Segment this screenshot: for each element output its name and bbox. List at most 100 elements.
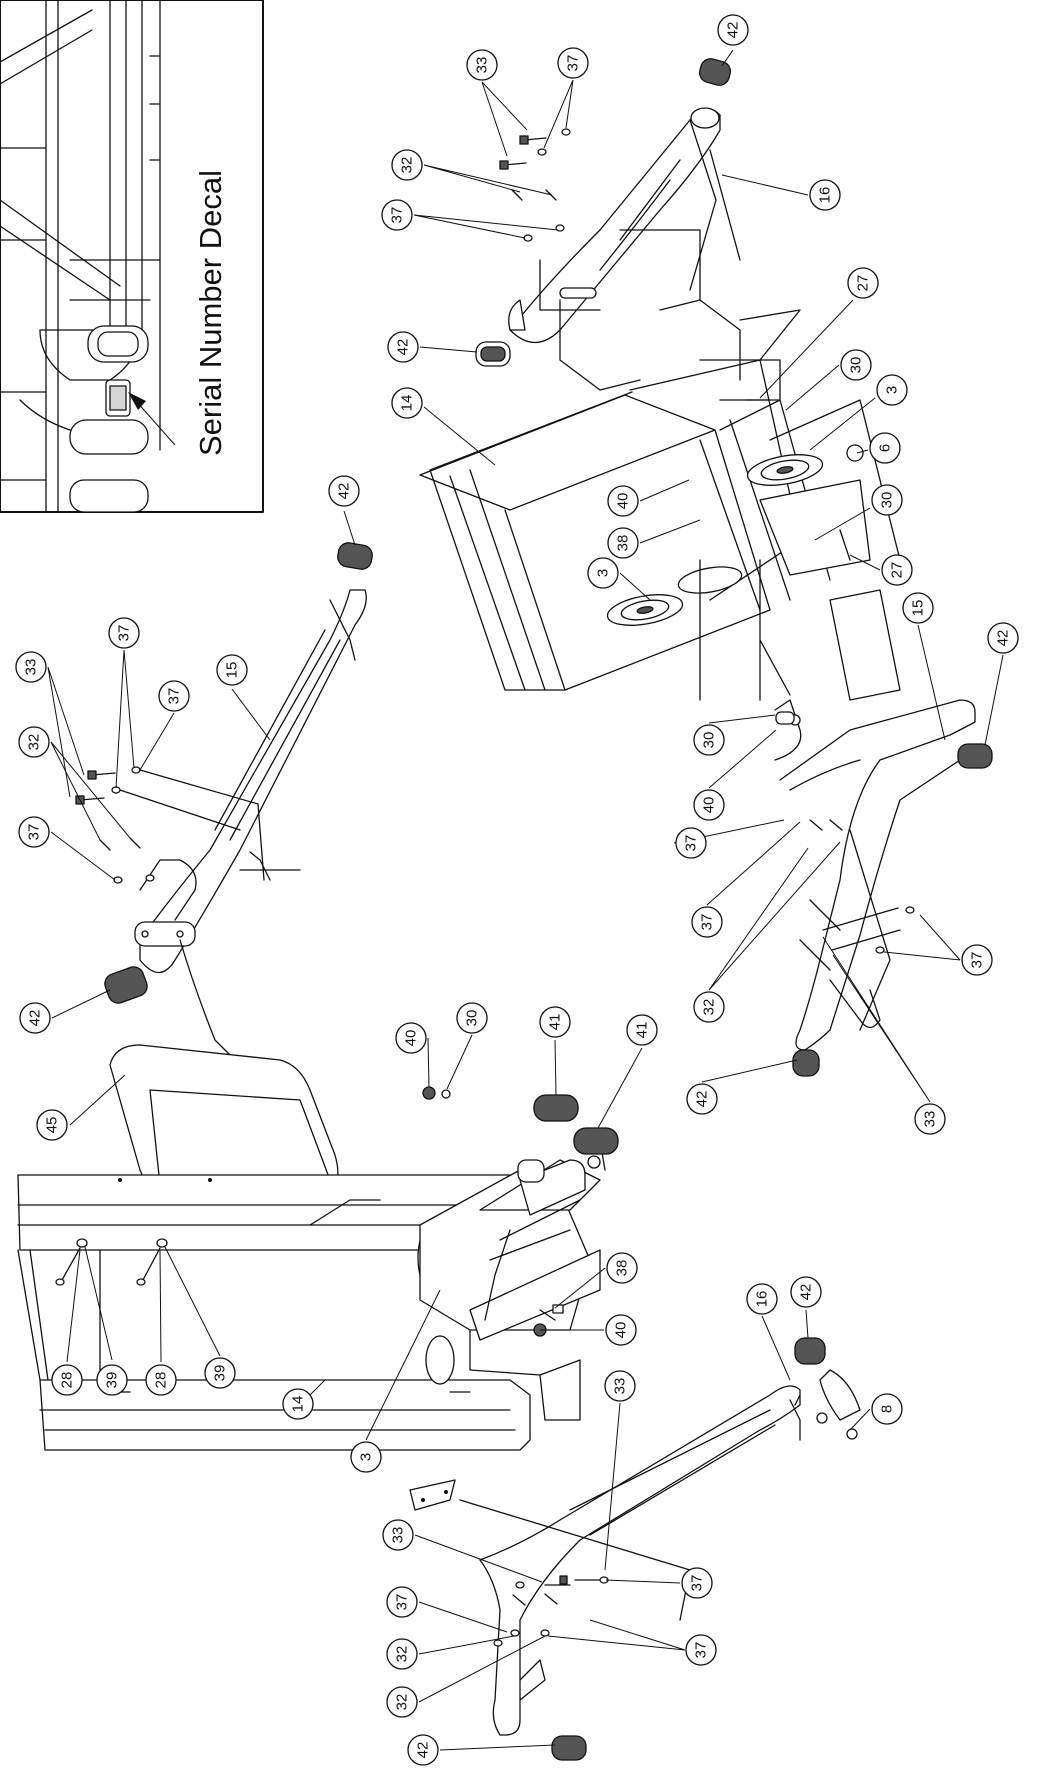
callout-42: 42 <box>790 1276 822 1308</box>
callout-circle <box>809 179 841 211</box>
callout-circle <box>881 554 913 586</box>
callout-number: 42 <box>995 630 1012 647</box>
callout-number: 42 <box>395 339 412 356</box>
callout-42: 42 <box>717 14 749 46</box>
callout-33: 33 <box>466 49 498 81</box>
callout-42: 42 <box>19 1002 51 1034</box>
callout-circle <box>456 1002 488 1034</box>
callout-number: 42 <box>725 22 742 39</box>
callout-37: 37 <box>961 944 993 976</box>
callout-40: 40 <box>607 485 639 517</box>
callout-39: 39 <box>204 1357 236 1389</box>
callout-circle <box>847 267 879 299</box>
callout-number: 15 <box>224 662 241 679</box>
callout-number: 28 <box>59 1372 76 1389</box>
callout-37: 37 <box>681 1567 713 1599</box>
callout-37: 37 <box>557 47 589 79</box>
callout-37: 37 <box>685 1634 717 1666</box>
callout-circle <box>18 816 50 848</box>
callout-42: 42 <box>407 1734 439 1766</box>
callout-circle <box>145 1364 177 1396</box>
callout-number: 30 <box>701 732 718 749</box>
callout-6: 6 <box>869 432 901 464</box>
callout-circle <box>18 726 50 758</box>
callout-number: 38 <box>615 535 632 552</box>
end-cap-42 <box>475 58 731 367</box>
callout-number: 33 <box>390 1527 407 1544</box>
callout-circle <box>871 1393 903 1425</box>
callout-circle <box>607 527 639 559</box>
callout-number: 37 <box>565 55 582 72</box>
hardware-bolts <box>499 128 571 242</box>
callout-circle <box>675 827 707 859</box>
callout-circle <box>693 789 725 821</box>
callout-circle <box>391 387 423 419</box>
callout-number: 39 <box>212 1365 229 1382</box>
callout-number: 33 <box>474 57 491 74</box>
callout-circle <box>869 432 901 464</box>
callout-number: 40 <box>615 493 632 510</box>
callout-circle <box>386 1586 418 1618</box>
callout-circle <box>204 1357 236 1389</box>
callout-circle <box>605 1314 637 1346</box>
callout-30: 30 <box>456 1002 488 1034</box>
callout-circle <box>626 1014 658 1046</box>
callout-number: 37 <box>166 688 183 705</box>
callout-37: 37 <box>691 906 723 938</box>
callout-number: 16 <box>817 187 834 204</box>
callout-circle <box>987 622 1019 654</box>
callout-number: 40 <box>613 1322 630 1339</box>
callout-30: 30 <box>693 724 725 756</box>
callout-circle <box>15 651 47 683</box>
callout-number: 33 <box>612 1378 629 1395</box>
callout-number: 37 <box>116 625 133 642</box>
callout-circle <box>36 1109 68 1141</box>
callout-number: 28 <box>153 1372 170 1389</box>
callout-41: 41 <box>626 1014 658 1046</box>
callout-32: 32 <box>386 1686 418 1718</box>
callout-number: 37 <box>693 1642 710 1659</box>
callout-33: 33 <box>382 1519 414 1551</box>
callout-number: 3 <box>884 386 901 394</box>
callout-circle <box>328 475 360 507</box>
callout-circle <box>790 1276 822 1308</box>
callout-number: 42 <box>336 483 353 500</box>
callout-number: 27 <box>855 275 872 292</box>
callout-number: 14 <box>399 395 416 412</box>
callout-circle <box>407 1734 439 1766</box>
callout-37: 37 <box>386 1586 418 1618</box>
callout-circle <box>607 485 639 517</box>
callout-circle <box>587 557 619 589</box>
callout-number: 37 <box>394 1594 411 1611</box>
callout-circle <box>840 349 872 381</box>
decal-leader-arrow <box>135 400 176 446</box>
callout-number: 30 <box>848 357 865 374</box>
callout-circle <box>686 1083 718 1115</box>
callout-33: 33 <box>15 651 47 683</box>
callout-circle <box>717 14 749 46</box>
callout-circle <box>604 1370 636 1402</box>
callout-number: 32 <box>399 157 416 174</box>
callout-28: 28 <box>145 1364 177 1396</box>
callout-3: 3 <box>876 374 908 406</box>
callout-32: 32 <box>391 149 423 181</box>
callout-number: 14 <box>290 1396 307 1413</box>
rail-bolts <box>55 1178 212 1286</box>
callout-number: 15 <box>910 600 927 617</box>
callout-circle <box>386 1638 418 1670</box>
callout-circle <box>681 1567 713 1599</box>
callout-circle <box>746 1283 778 1315</box>
callout-27: 27 <box>847 267 879 299</box>
callout-14: 14 <box>391 387 423 419</box>
callout-circle <box>19 1002 51 1034</box>
callout-38: 38 <box>606 1252 638 1284</box>
serial-number-decal-label: Serial Number Decal <box>193 170 228 456</box>
callout-40: 40 <box>605 1314 637 1346</box>
callout-14: 14 <box>282 1388 314 1420</box>
callout-circle <box>391 149 423 181</box>
callout-number: 42 <box>694 1091 711 1108</box>
callout-number: 32 <box>394 1694 411 1711</box>
callout-circle <box>51 1364 83 1396</box>
callout-37: 37 <box>381 199 413 231</box>
callout-39: 39 <box>96 1364 128 1396</box>
